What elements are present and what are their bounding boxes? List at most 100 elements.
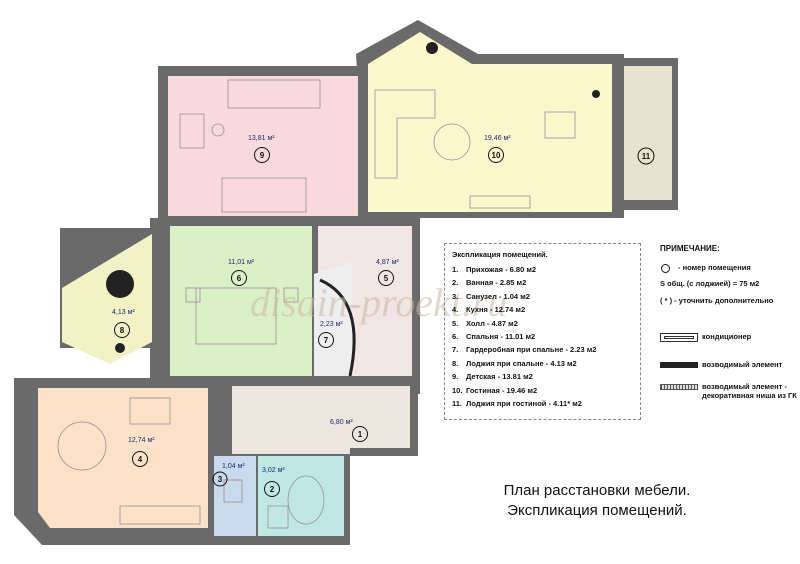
watermark: disain-proekt.ru bbox=[250, 280, 507, 325]
room-9-fill bbox=[168, 76, 358, 216]
room-3-fill bbox=[214, 456, 256, 536]
caption-line-2: Экспликация помещений. bbox=[507, 502, 687, 519]
legend-item: 5. Холл - 4.87 м2 bbox=[452, 317, 634, 330]
room-8-marker bbox=[114, 322, 130, 338]
legend-item-number: 7. bbox=[452, 345, 459, 355]
legend-item-text: Лоджия при спальне - 4.13 м2 bbox=[466, 358, 577, 368]
room-9-area: 13,81 м² bbox=[248, 135, 275, 142]
ac-label: кондиционер bbox=[702, 332, 752, 341]
room-3-number: 3 bbox=[218, 475, 223, 484]
room-labels: 13,81 м² 9 19,46 м² 10 11 11,01 м² 6 4,8… bbox=[112, 135, 655, 497]
legend-item: 10.Гостиная - 19.46 м2 bbox=[452, 384, 634, 397]
room-7-marker bbox=[318, 332, 334, 348]
wardrobe-arc bbox=[319, 278, 356, 377]
room-1-fill bbox=[232, 386, 410, 454]
room-10-fill bbox=[368, 32, 612, 212]
room-number-note-text: - номер помещения bbox=[678, 263, 751, 272]
legend-item-text: Холл - 4.87 м2 bbox=[466, 318, 518, 328]
plan-caption: План расстановки мебели. Экспликация пом… bbox=[466, 481, 728, 521]
room-8-number: 8 bbox=[120, 326, 125, 335]
legend-item-number: 1. bbox=[452, 265, 459, 274]
air-conditioner-icon bbox=[660, 332, 698, 342]
decor-label: возводимый элемент - декоративная ниша и… bbox=[702, 382, 797, 400]
room-6-area: 11,01 м² bbox=[228, 259, 255, 266]
room-9-marker bbox=[254, 147, 270, 163]
legend-item-number: 5. bbox=[452, 318, 459, 328]
clarify-note: ( * ) - уточнить дополнительно bbox=[660, 296, 774, 305]
room-2-number: 2 bbox=[270, 485, 275, 494]
legend-item-number: 3. bbox=[452, 291, 459, 301]
room-4-fill bbox=[38, 388, 208, 528]
legend-box: Экспликация помещений. 1. Прихожая - 6.80… bbox=[444, 243, 641, 420]
caption-line-1: План расстановки мебели. bbox=[503, 482, 691, 499]
room-10-number: 10 bbox=[492, 151, 501, 160]
furniture bbox=[57, 79, 576, 529]
room-1-number: 1 bbox=[358, 430, 363, 439]
legend-item: 11.Лоджия при гостиной - 4.11* м2 bbox=[452, 397, 634, 410]
legend-item-number: 6. bbox=[452, 331, 459, 341]
room-6-marker bbox=[231, 270, 247, 286]
legend-item: 2. Ванная - 2.85 м2 bbox=[452, 276, 634, 289]
total-area-note: S общ. (с лоджией) = 75 м2 bbox=[660, 279, 760, 288]
legend-item-text: Прихожая - 6.80 м2 bbox=[466, 265, 537, 274]
solid-wall-icon bbox=[660, 362, 698, 369]
room-3-marker bbox=[212, 471, 228, 487]
room-2-area: 3,02 м² bbox=[262, 467, 285, 474]
legend-item-number: 11. bbox=[452, 398, 463, 408]
legend-item-number: 9. bbox=[452, 372, 459, 382]
room-4-marker bbox=[132, 451, 148, 467]
room-6-number: 6 bbox=[237, 274, 242, 283]
room-5-marker bbox=[378, 270, 394, 286]
room-4-number: 4 bbox=[138, 455, 143, 464]
room-6-fill bbox=[170, 226, 312, 376]
room-7-number: 7 bbox=[324, 336, 329, 345]
room-5-number: 5 bbox=[384, 274, 389, 283]
legend-item: 8. Лоджия при спальне - 4.13 м2 bbox=[452, 357, 634, 370]
legend-item: 7. Гардеробная при спальне - 2.23 м2 bbox=[452, 343, 634, 356]
room-11-fill bbox=[624, 66, 672, 200]
room-11-marker bbox=[637, 147, 655, 165]
legend-item-text: Лоджия при гостиной - 4.11* м2 bbox=[466, 398, 582, 408]
room-1-marker bbox=[352, 426, 368, 442]
legend-item-text: Гостиная - 19.46 м2 bbox=[466, 385, 538, 395]
circle-marker-icon bbox=[661, 264, 670, 273]
notes-title: ПРИМЕЧАНИЕ: bbox=[660, 244, 720, 253]
hatched-wall-icon bbox=[660, 384, 698, 390]
room-10-area: 19,46 м² bbox=[484, 135, 511, 142]
room-4-area: 12,74 м² bbox=[128, 437, 155, 444]
ac-symbol-row: кондиционер bbox=[660, 332, 751, 342]
room-3-area: 1,04 м² bbox=[222, 463, 245, 470]
legend-item-text: Спальня - 11.01 м2 bbox=[466, 331, 536, 341]
legend-list: 1. Прихожая - 6.80 м2 2. Ванная - 2.85 м2 3.… bbox=[452, 263, 634, 410]
room-2-fill bbox=[258, 456, 344, 536]
room-11-number: 11 bbox=[642, 152, 651, 161]
legend-item-text: Гардеробная при спальне - 2.23 м2 bbox=[466, 345, 597, 355]
room-9-number: 9 bbox=[260, 151, 265, 160]
legend-item: 4. Кухня - 12.74 м2 bbox=[452, 303, 634, 316]
legend-item-number: 8. bbox=[452, 358, 459, 368]
room-10-marker bbox=[488, 147, 504, 163]
legend-item-number: 10. bbox=[452, 385, 463, 395]
legend-item-text: Санузел - 1.04 м2 bbox=[466, 291, 530, 301]
plant-icons bbox=[106, 42, 600, 353]
decor-symbol-row: возводимый элемент - декоративная ниша и… bbox=[660, 382, 800, 400]
legend-item-text: Ванная - 2.85 м2 bbox=[466, 278, 527, 288]
room-5-area: 4,87 м² bbox=[376, 259, 399, 266]
room-8-area: 4,13 м² bbox=[112, 309, 135, 316]
notes-panel: ПРИМЕЧАНИЕ: - номер помещения S общ. (с … bbox=[660, 244, 798, 422]
legend-item: 9. Детская - 13.81 м2 bbox=[452, 370, 634, 383]
room-2-marker bbox=[264, 481, 280, 497]
legend-item-number: 4. bbox=[452, 305, 459, 315]
legend-item-number: 2. bbox=[452, 278, 459, 288]
erected-symbol-row: возводимый элемент bbox=[660, 360, 782, 369]
room-7-area: 2,23 м² bbox=[320, 321, 343, 328]
room-1-area: 6,80 м² bbox=[330, 419, 353, 426]
legend-item-text: Кухня - 12.74 м2 bbox=[466, 305, 526, 315]
symbols: кондиционер возводимый элемент возводимы… bbox=[660, 312, 798, 422]
legend-item-text: Детская - 13.81 м2 bbox=[466, 372, 533, 382]
erected-label: возводимый элемент bbox=[702, 360, 783, 369]
legend-item: 1. Прихожая - 6.80 м2 bbox=[452, 263, 634, 276]
legend-title: Экспликация помещений. bbox=[452, 250, 548, 259]
room-number-note: - номер помещения bbox=[660, 263, 798, 273]
